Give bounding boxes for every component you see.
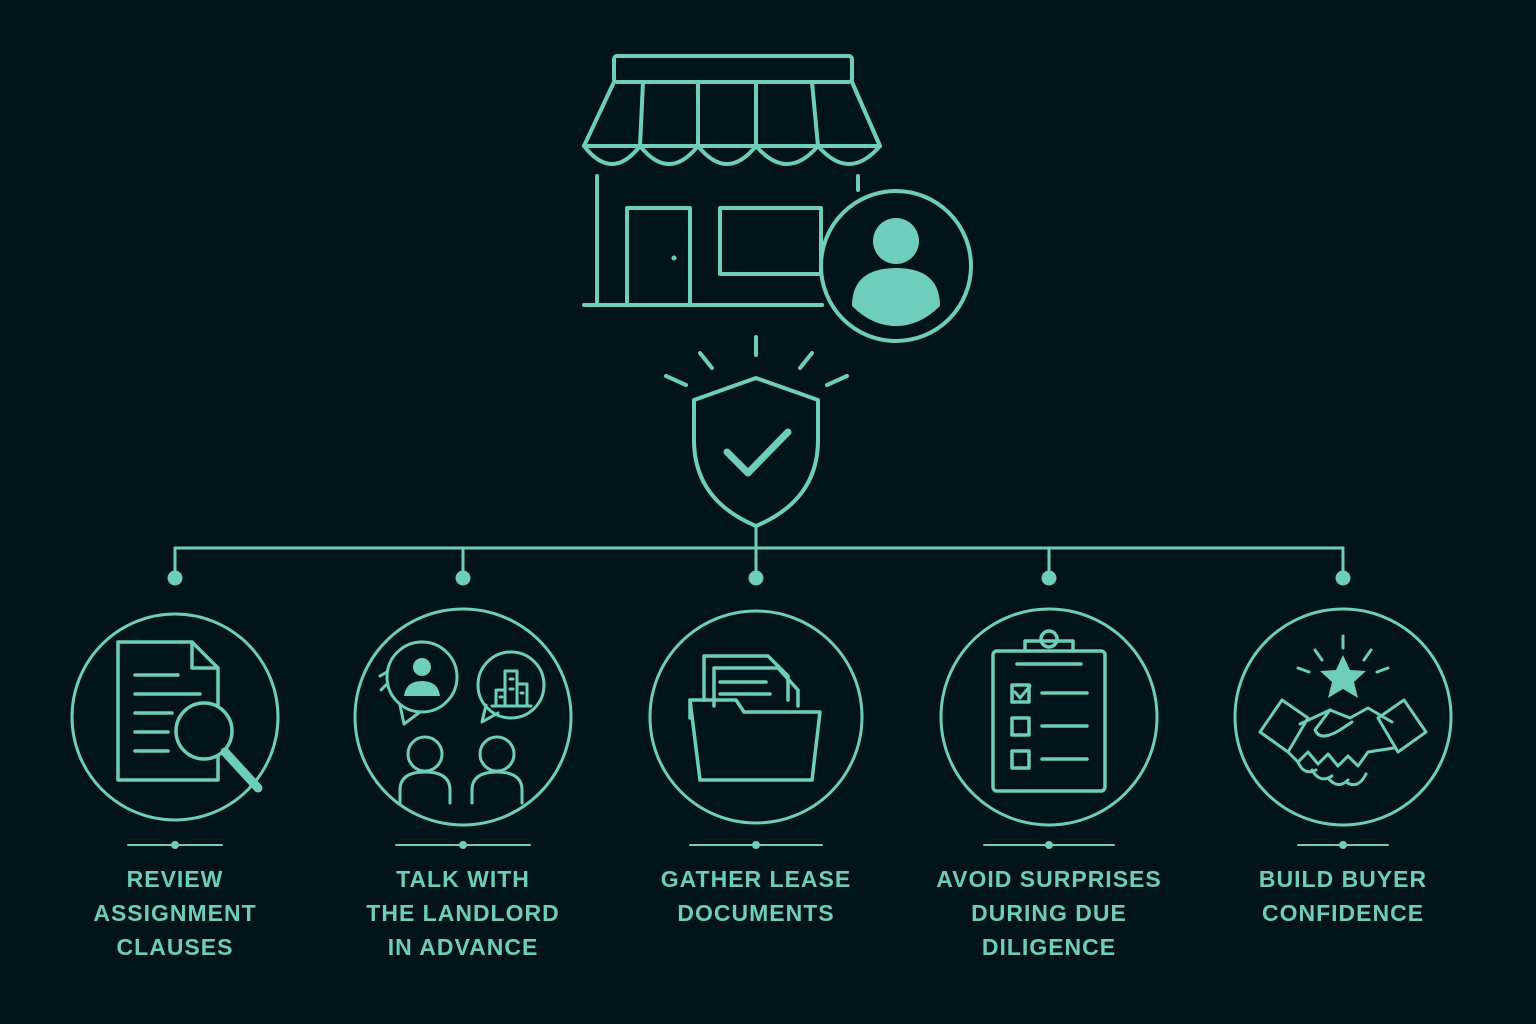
label-dividers (127, 841, 1389, 849)
connector-tree (167, 524, 1351, 586)
owner-avatar-icon (819, 189, 973, 343)
step-label-build-buyer-confidence: BUILD BUYER CONFIDENCE (1258, 866, 1428, 926)
step-circles (70, 607, 1453, 827)
document-search-icon (116, 640, 263, 793)
shield-check-icon (664, 335, 849, 528)
handshake-star-icon (1258, 634, 1428, 787)
step-label-talk-with-landlord: TALK WITH THE LANDLORD IN ADVANCE (366, 866, 560, 960)
clipboard-checklist-icon (991, 629, 1107, 793)
folder-documents-icon (688, 654, 822, 782)
landlord-conversation-icon (378, 640, 546, 805)
storefront-icon (582, 54, 882, 307)
step-label-avoid-surprises: AVOID SURPRISES DURING DUE DILIGENCE (936, 866, 1162, 960)
step-label-gather-lease-documents: GATHER LEASE DOCUMENTS (660, 866, 852, 926)
step-label-review-assignment-clauses: REVIEW ASSIGNMENT CLAUSES (93, 866, 257, 960)
